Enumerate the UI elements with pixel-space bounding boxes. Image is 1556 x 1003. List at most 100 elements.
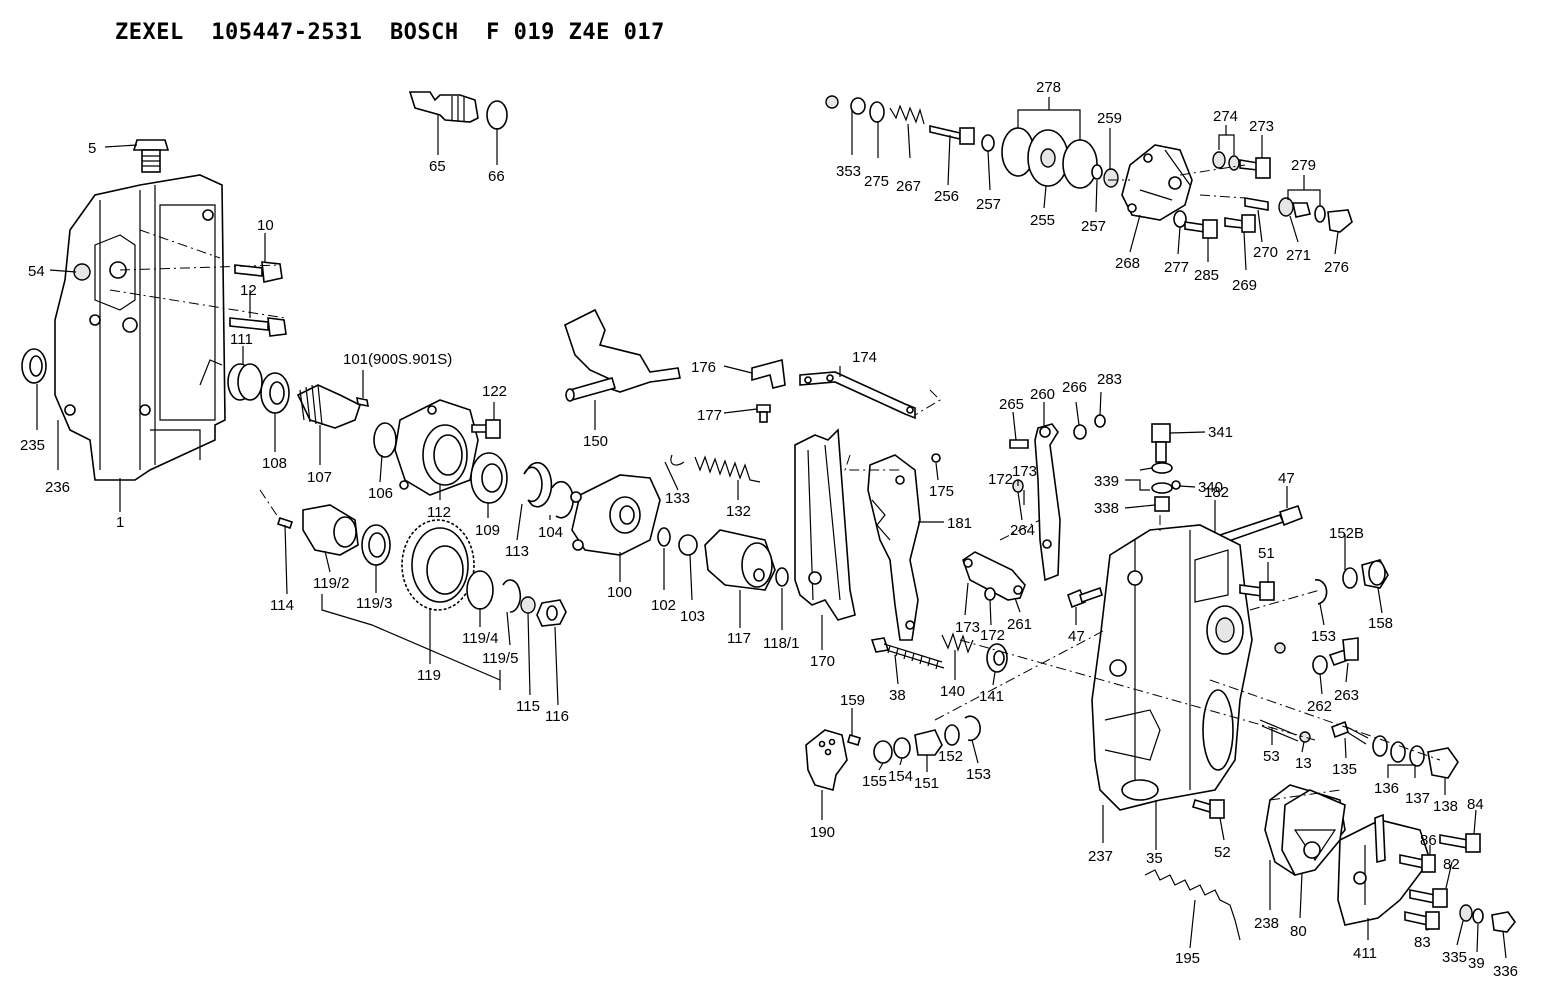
nut-115[interactable] <box>520 596 536 614</box>
bolt-86[interactable] <box>1399 854 1436 873</box>
bolt-273[interactable] <box>1239 157 1271 179</box>
sleeve-103[interactable] <box>678 534 698 556</box>
bolt-263[interactable] <box>1328 637 1359 667</box>
lever-190[interactable] <box>805 729 848 792</box>
link-rod-174[interactable] <box>799 371 916 420</box>
nut-175[interactable] <box>931 453 941 463</box>
tension-lever-170[interactable] <box>794 428 856 621</box>
o-ring-152b[interactable] <box>1342 567 1358 589</box>
fuel-inlet-65[interactable] <box>408 91 479 123</box>
spacer-338[interactable] <box>1154 496 1170 512</box>
washer-275[interactable] <box>850 97 866 115</box>
washer-339[interactable] <box>1151 462 1173 494</box>
cover-80[interactable] <box>1281 789 1346 876</box>
nut-13a[interactable] <box>1274 642 1286 654</box>
snap-ring-106[interactable] <box>373 422 397 458</box>
nut-335[interactable] <box>1459 904 1473 922</box>
housing-right-part-237[interactable] <box>1091 524 1253 811</box>
bearing-holder-112[interactable] <box>394 399 479 496</box>
washer-262[interactable] <box>1312 655 1328 675</box>
spring-195[interactable] <box>1144 869 1241 941</box>
clip-283[interactable] <box>1094 414 1106 428</box>
cap-336[interactable] <box>1491 911 1516 933</box>
spring-267[interactable] <box>889 104 925 125</box>
lever-shaft-150[interactable] <box>564 308 681 402</box>
washer-118-1[interactable] <box>775 567 789 587</box>
o-ring-152[interactable] <box>944 724 960 746</box>
nut-353[interactable] <box>825 95 839 109</box>
washer-155[interactable] <box>873 740 893 764</box>
snap-ring-113[interactable] <box>523 461 553 508</box>
washer-154[interactable] <box>893 737 911 759</box>
nut-340[interactable] <box>1171 480 1181 490</box>
snap-ring-119-5[interactable] <box>502 579 522 613</box>
washer-136[interactable] <box>1372 735 1388 757</box>
bolt-12[interactable] <box>229 317 287 337</box>
washer-274[interactable] <box>1212 151 1240 171</box>
nut-116[interactable] <box>536 599 567 627</box>
governor-cover-268[interactable] <box>1121 144 1193 221</box>
bolt-52[interactable] <box>1192 799 1225 819</box>
cap-141[interactable] <box>986 643 1008 673</box>
washer-137[interactable] <box>1390 741 1425 767</box>
screw-plug-5[interactable] <box>132 139 170 173</box>
diaphragm-255[interactable] <box>1027 129 1069 187</box>
washer-102[interactable] <box>657 527 671 547</box>
spring-132[interactable] <box>694 455 761 483</box>
cap-138[interactable] <box>1427 747 1459 779</box>
bolt-47a[interactable] <box>1067 586 1103 609</box>
bolt-270[interactable] <box>1244 197 1269 211</box>
drive-shaft-107[interactable] <box>296 384 361 429</box>
screw-177[interactable] <box>756 404 771 423</box>
bracket-176[interactable] <box>751 358 786 389</box>
key-101[interactable] <box>356 396 369 408</box>
plug-158[interactable] <box>1361 559 1389 589</box>
flyweight-holder-100[interactable] <box>570 474 661 556</box>
gasket-66[interactable] <box>486 100 508 130</box>
housing-left-part-1[interactable] <box>54 174 226 481</box>
bolt-341[interactable] <box>1151 423 1171 463</box>
pin-159[interactable] <box>847 734 861 746</box>
ring-119-3[interactable] <box>361 524 391 566</box>
spring-133[interactable] <box>670 454 685 466</box>
bearing-108[interactable] <box>260 372 290 414</box>
snap-ring-153a[interactable] <box>964 715 981 742</box>
ball-bearing-109[interactable] <box>470 452 508 504</box>
guide-lever-181[interactable] <box>867 454 921 641</box>
pin-114[interactable] <box>276 516 294 530</box>
stud-53[interactable] <box>1259 719 1299 742</box>
washer-279[interactable] <box>1314 205 1326 223</box>
cap-276[interactable] <box>1327 209 1353 233</box>
oil-seal-235[interactable] <box>21 348 47 384</box>
shaft-256[interactable] <box>929 124 975 145</box>
bolt-38[interactable] <box>870 637 945 670</box>
washer-257b[interactable] <box>1091 164 1103 180</box>
washer-39[interactable] <box>1472 908 1484 924</box>
pin-265[interactable] <box>1009 439 1029 449</box>
washer-266[interactable] <box>1073 424 1087 440</box>
sleeve-117[interactable] <box>704 529 776 591</box>
bolt-51[interactable] <box>1239 581 1275 601</box>
bracket-411[interactable] <box>1337 813 1431 926</box>
spring-140[interactable] <box>941 632 974 654</box>
bolt-285[interactable] <box>1184 219 1218 239</box>
nut-13b[interactable] <box>1299 731 1311 743</box>
bolt-269[interactable] <box>1224 214 1256 233</box>
nut-54[interactable] <box>73 263 91 281</box>
bolt-122[interactable] <box>471 419 501 439</box>
washer-172b[interactable] <box>984 587 996 601</box>
washer-275b[interactable] <box>869 101 885 123</box>
bolt-83[interactable] <box>1404 911 1440 930</box>
diaphragm-278b[interactable] <box>1062 139 1098 189</box>
snap-ring-153b[interactable] <box>1314 579 1328 605</box>
link-261[interactable] <box>962 551 1026 601</box>
bolt-84[interactable] <box>1439 833 1481 853</box>
snap-ring-104[interactable] <box>551 480 574 519</box>
bearing-111[interactable] <box>227 363 263 401</box>
lever-260[interactable] <box>1034 423 1061 582</box>
stud-182[interactable] <box>1218 504 1303 545</box>
gear-119[interactable] <box>401 519 475 611</box>
bushing-151[interactable] <box>914 729 943 756</box>
washer-257a[interactable] <box>981 134 995 152</box>
hub-119-2[interactable] <box>302 504 359 556</box>
